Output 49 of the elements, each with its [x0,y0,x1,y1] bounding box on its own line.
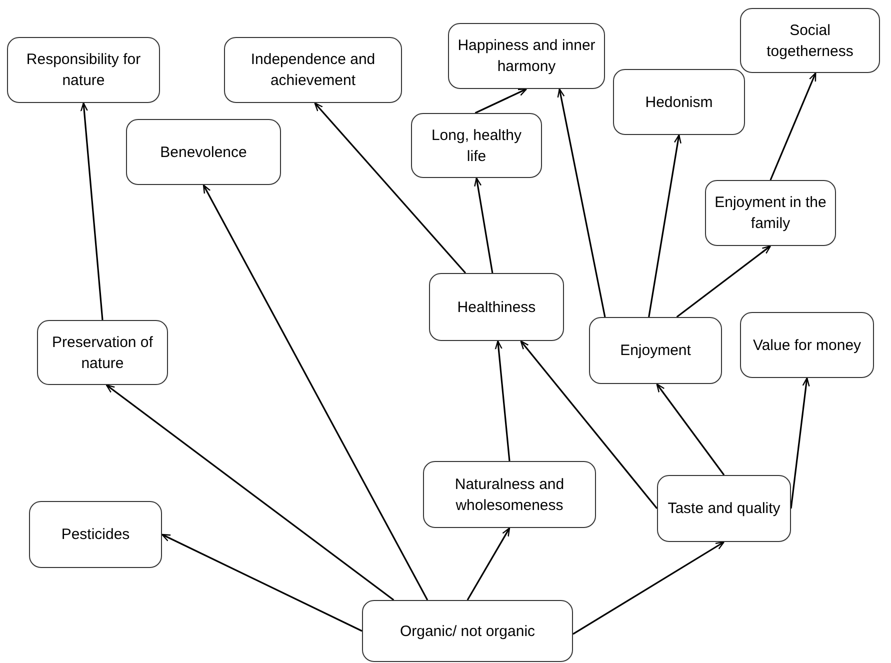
arrow [557,88,606,318]
arrow [474,177,494,274]
concept-label: Value for money [752,336,862,356]
concept-label: Independence and achievement [250,50,376,91]
arrow [790,377,810,509]
concept-box [224,37,402,103]
concept-box [613,69,745,135]
concept-box [740,8,880,73]
concept-label: Healthiness [457,298,536,318]
concept-label: Happiness and inner harmony [457,36,596,77]
concept-label: Naturalness and wholesomeness [454,474,566,516]
concept-box [411,113,542,178]
concept-label: Taste and quality [668,499,780,519]
concept-label: Responsibility for nature [25,50,142,91]
arrow [314,102,466,274]
concept-label: Pesticides [61,525,130,545]
concept-label: Enjoyment [620,341,691,361]
arrow [676,245,772,318]
arrow [648,134,682,318]
concept-label: Long, healthy life [430,126,523,166]
arrow [106,384,394,601]
concept-box [448,23,605,89]
concept-box [429,273,564,341]
concept-box [362,600,573,662]
arrow [161,534,362,632]
arrow [770,72,816,180]
arrow [656,383,725,476]
concept-box [705,180,836,246]
concept-box [740,312,874,378]
arrow [494,340,510,462]
concept-box [657,475,791,542]
arrow [202,184,428,600]
arrow [80,102,104,320]
concept-box [37,320,168,385]
arrow [572,541,725,635]
concept-box [29,501,162,568]
arrow [474,88,528,114]
concept-box [7,37,160,103]
concept-box [126,119,281,185]
concept-box [589,317,722,384]
concept-label: Social togetherness [766,20,854,62]
concept-box [423,461,596,528]
concept-label: Hedonism [645,92,713,112]
arrow [466,527,510,600]
concept-label: Benevolence [160,142,247,162]
arrow [520,340,658,509]
concept-label: Preservation of nature [51,332,154,374]
concept-label: Enjoyment in the family [714,193,827,234]
concept-label: Organic/ not organic [400,622,536,642]
